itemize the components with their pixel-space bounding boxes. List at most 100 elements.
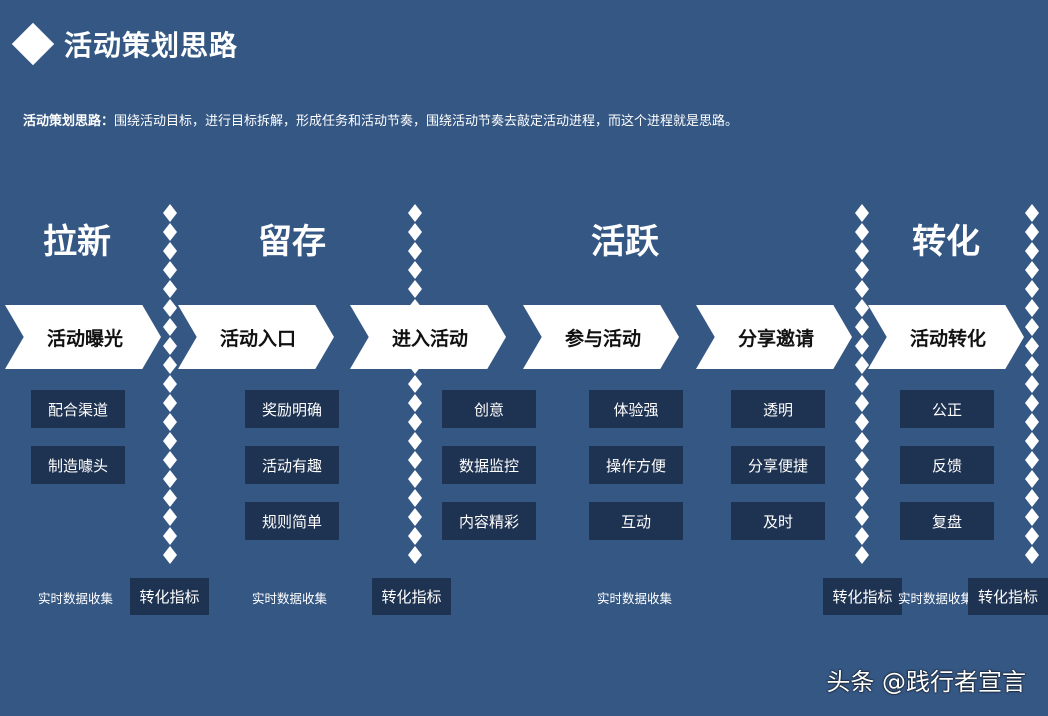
step-label: 进入活动 xyxy=(391,327,468,350)
divider-diamond xyxy=(855,242,869,260)
divider-diamond xyxy=(408,223,422,241)
step-label: 参与活动 xyxy=(564,327,641,350)
description: 活动策划思路：围绕活动目标，进行目标拆解，形成任务和活动节奏，围绕活动节奏去敲定… xyxy=(23,110,738,129)
divider-diamond xyxy=(855,356,869,374)
divider-diamond xyxy=(855,280,869,298)
divider-diamond xyxy=(1025,394,1039,412)
item-box: 操作方便 xyxy=(589,446,683,484)
divider-diamond xyxy=(408,508,422,526)
divider-1 xyxy=(163,204,177,564)
divider-diamond xyxy=(163,318,177,336)
divider-diamond xyxy=(1025,470,1039,488)
divider-diamond xyxy=(1025,318,1039,336)
divider-diamond xyxy=(163,223,177,241)
divider-diamond xyxy=(1025,432,1039,450)
divider-diamond xyxy=(163,451,177,469)
item-box: 创意 xyxy=(442,390,536,428)
page-header: 活动策划思路 xyxy=(11,22,239,66)
item-box: 内容精彩 xyxy=(442,502,536,540)
item-box: 活动有趣 xyxy=(245,446,339,484)
description-text: 围绕活动目标，进行目标拆解，形成任务和活动节奏，围绕活动节奏去敲定活动进程，而这… xyxy=(114,114,739,129)
diamond-icon xyxy=(11,22,55,66)
divider-diamond xyxy=(855,451,869,469)
step-label: 活动曝光 xyxy=(46,327,123,350)
divider-diamond xyxy=(163,432,177,450)
divider-diamond xyxy=(855,223,869,241)
divider-diamond xyxy=(1025,242,1039,260)
divider-diamond xyxy=(855,375,869,393)
divider-diamond xyxy=(408,280,422,298)
divider-diamond xyxy=(408,470,422,488)
item-box: 分享便捷 xyxy=(731,446,825,484)
divider-diamond xyxy=(855,299,869,317)
step-entry: 活动入口 xyxy=(178,305,334,369)
realtime-data-label: 实时数据收集 xyxy=(252,591,328,606)
divider-diamond xyxy=(855,489,869,507)
item-box: 数据监控 xyxy=(442,446,536,484)
divider-diamond xyxy=(163,413,177,431)
divider-diamond xyxy=(855,204,869,222)
description-label: 活动策划思路： xyxy=(23,114,115,129)
item-box: 复盘 xyxy=(900,502,994,540)
divider-diamond xyxy=(855,546,869,564)
divider-diamond xyxy=(408,489,422,507)
divider-diamond xyxy=(163,261,177,279)
item-box: 制造噱头 xyxy=(31,446,125,484)
divider-diamond xyxy=(408,242,422,260)
divider-diamond xyxy=(163,280,177,298)
divider-diamond xyxy=(1025,204,1039,222)
divider-diamond xyxy=(1025,527,1039,545)
item-box: 体验强 xyxy=(589,390,683,428)
divider-diamond xyxy=(855,470,869,488)
divider-diamond xyxy=(408,432,422,450)
divider-diamond xyxy=(1025,337,1039,355)
divider-diamond xyxy=(855,413,869,431)
divider-diamond xyxy=(408,413,422,431)
divider-diamond xyxy=(163,204,177,222)
conversion-metric-badge: 转化指标 xyxy=(372,578,451,615)
item-box: 规则简单 xyxy=(245,502,339,540)
divider-diamond xyxy=(1025,356,1039,374)
step-label: 分享邀请 xyxy=(737,327,814,350)
stage-heading-conversion: 转化 xyxy=(912,222,980,262)
divider-diamond xyxy=(1025,375,1039,393)
divider-diamond xyxy=(408,546,422,564)
stage-heading-acquisition: 拉新 xyxy=(43,222,111,262)
step-share: 分享邀请 xyxy=(696,305,852,369)
conversion-metric-badge: 转化指标 xyxy=(130,578,209,615)
divider-diamond xyxy=(408,451,422,469)
divider-diamond xyxy=(163,242,177,260)
conversion-metric-badge: 转化指标 xyxy=(968,578,1048,615)
divider-diamond xyxy=(163,508,177,526)
divider-diamond xyxy=(1025,489,1039,507)
item-box: 及时 xyxy=(731,502,825,540)
stage-heading-activation: 活跃 xyxy=(591,222,659,262)
divider-diamond xyxy=(1025,413,1039,431)
divider-diamond xyxy=(855,261,869,279)
page-title: 活动策划思路 xyxy=(64,29,239,62)
divider-diamond xyxy=(1025,299,1039,317)
divider-diamond xyxy=(163,375,177,393)
divider-diamond xyxy=(408,375,422,393)
divider-diamond xyxy=(163,356,177,374)
divider-diamond xyxy=(855,527,869,545)
divider-diamond xyxy=(855,318,869,336)
step-label: 活动转化 xyxy=(909,327,986,350)
watermark: 头条 @践行者宣言 xyxy=(826,668,1026,696)
divider-diamond xyxy=(163,527,177,545)
item-box: 反馈 xyxy=(900,446,994,484)
item-box: 奖励明确 xyxy=(245,390,339,428)
divider-diamond xyxy=(163,394,177,412)
divider-diamond xyxy=(855,508,869,526)
divider-diamond xyxy=(163,489,177,507)
divider-diamond xyxy=(163,299,177,317)
step-participate: 参与活动 xyxy=(523,305,679,369)
item-box: 配合渠道 xyxy=(31,390,125,428)
divider-diamond xyxy=(408,527,422,545)
item-box: 互动 xyxy=(589,502,683,540)
divider-3 xyxy=(855,204,869,564)
step-enter: 进入活动 xyxy=(350,305,506,369)
divider-diamond xyxy=(408,204,422,222)
realtime-data-label: 实时数据收集 xyxy=(898,591,974,606)
divider-2 xyxy=(408,204,422,564)
